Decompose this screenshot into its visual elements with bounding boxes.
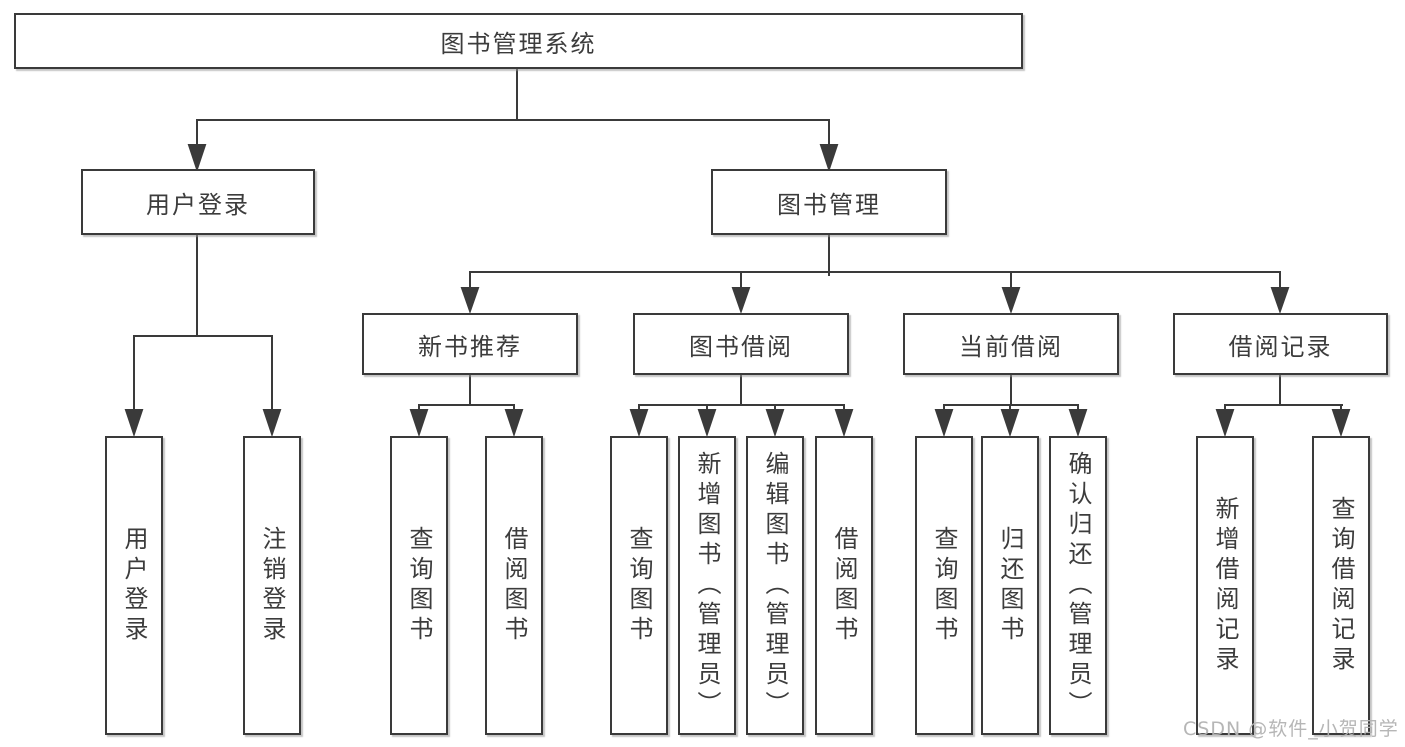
connector-root-to-level2	[187, 69, 839, 173]
arrowhead	[697, 409, 717, 438]
arrowhead	[1000, 409, 1020, 438]
connector-borrow-to-leaves	[629, 375, 854, 438]
node-book-borrowing: 图书借阅	[633, 313, 849, 375]
leaf-confirm-return-admin: 确认归还（管理员）	[1049, 436, 1107, 735]
arrowhead	[1331, 409, 1351, 438]
leaf-add-books-admin: 新增图书（管理员）	[678, 436, 736, 735]
node-new-book-recommend: 新书推荐	[362, 313, 578, 375]
arrowhead	[460, 287, 480, 315]
arrowhead	[629, 409, 649, 438]
leaf-query-books: 查询图书	[390, 436, 448, 735]
arrowhead	[504, 409, 524, 438]
leaf-add-borrow-record: 新增借阅记录	[1196, 436, 1254, 735]
leaf-user-login: 用户登录	[105, 436, 163, 735]
arrowhead	[262, 409, 282, 438]
arrowhead	[409, 409, 429, 438]
arrowhead	[1068, 409, 1088, 438]
connector-current-to-leaves	[934, 375, 1088, 438]
connector-mgmt-to-level3	[460, 235, 1290, 315]
arrowhead	[731, 287, 751, 315]
arrowhead	[124, 409, 144, 438]
arrowhead	[819, 144, 839, 173]
connector-records-to-leaves	[1215, 375, 1351, 438]
arrowhead	[1001, 287, 1021, 315]
node-book-management-branch: 图书管理	[711, 169, 947, 235]
node-borrowing-records: 借阅记录	[1173, 313, 1388, 375]
arrowhead	[934, 409, 954, 438]
node-user-login-branch: 用户登录	[81, 169, 315, 235]
csdn-watermark: CSDN @软件_小贺同学	[1183, 718, 1399, 740]
arrowhead	[1270, 287, 1290, 315]
connector-login-to-leaves	[124, 235, 282, 438]
leaf-borrow-books-2: 借阅图书	[815, 436, 873, 735]
leaf-query-books-3: 查询图书	[915, 436, 973, 735]
leaf-return-books: 归还图书	[981, 436, 1039, 735]
arrowhead	[834, 409, 854, 438]
node-root-system: 图书管理系统	[14, 13, 1023, 69]
leaf-borrow-books: 借阅图书	[485, 436, 543, 735]
arrowhead	[765, 409, 785, 438]
node-current-borrowing: 当前借阅	[903, 313, 1119, 375]
arrowhead	[1215, 409, 1235, 438]
arrowhead	[187, 144, 207, 173]
connector-newbooks-to-leaves	[409, 375, 524, 438]
leaf-logout: 注销登录	[243, 436, 301, 735]
leaf-edit-books-admin: 编辑图书（管理员）	[746, 436, 804, 735]
leaf-query-borrow-record: 查询借阅记录	[1312, 436, 1370, 735]
leaf-query-books-2: 查询图书	[610, 436, 668, 735]
